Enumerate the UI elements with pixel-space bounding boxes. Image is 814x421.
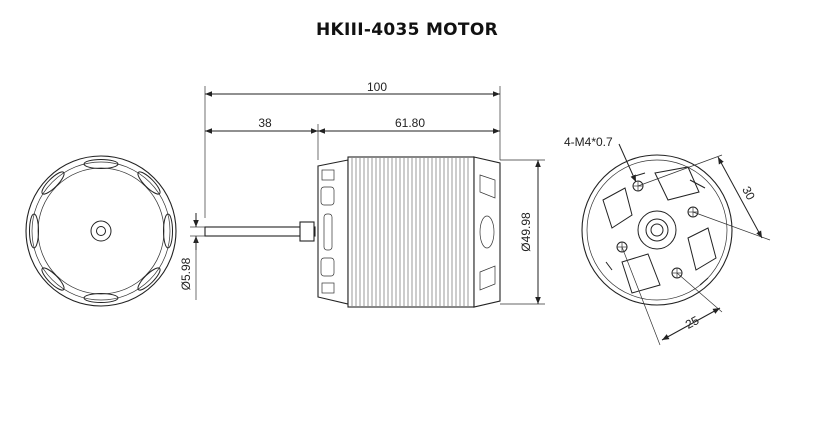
dim-overall-length: 100 (204, 80, 501, 218)
dim-hole-spacing-a: 30 (637, 154, 771, 241)
body-diameter-label: Ø49.98 (519, 212, 533, 252)
drawing-title: HKIII-4035 MOTOR (316, 20, 498, 40)
hole-spacing-b-label: 25 (683, 313, 702, 332)
shaft-length-label: 38 (258, 116, 272, 130)
dim-shaft-diameter: Ø5.98 (179, 213, 205, 300)
hole-spacing-a-label: 30 (739, 184, 758, 203)
dim-mount-holes: 4-M4*0.7 (564, 135, 637, 183)
rear-cutouts (602, 166, 717, 294)
mount-holes-label: 4-M4*0.7 (564, 135, 613, 149)
dim-hole-spacing-b: 25 (621, 246, 723, 346)
side-view (204, 156, 501, 308)
cooling-fins (351, 158, 469, 306)
shaft-diameter-label: Ø5.98 (179, 257, 193, 290)
dim-shaft-and-body: 38 61.80 (205, 116, 500, 160)
body-length-label: 61.80 (395, 116, 425, 130)
front-view (25, 155, 177, 307)
vent-slots (29, 159, 173, 303)
rear-view (581, 154, 733, 306)
overall-length-label: 100 (367, 80, 387, 94)
dim-body-diameter: Ø49.98 (500, 159, 545, 305)
